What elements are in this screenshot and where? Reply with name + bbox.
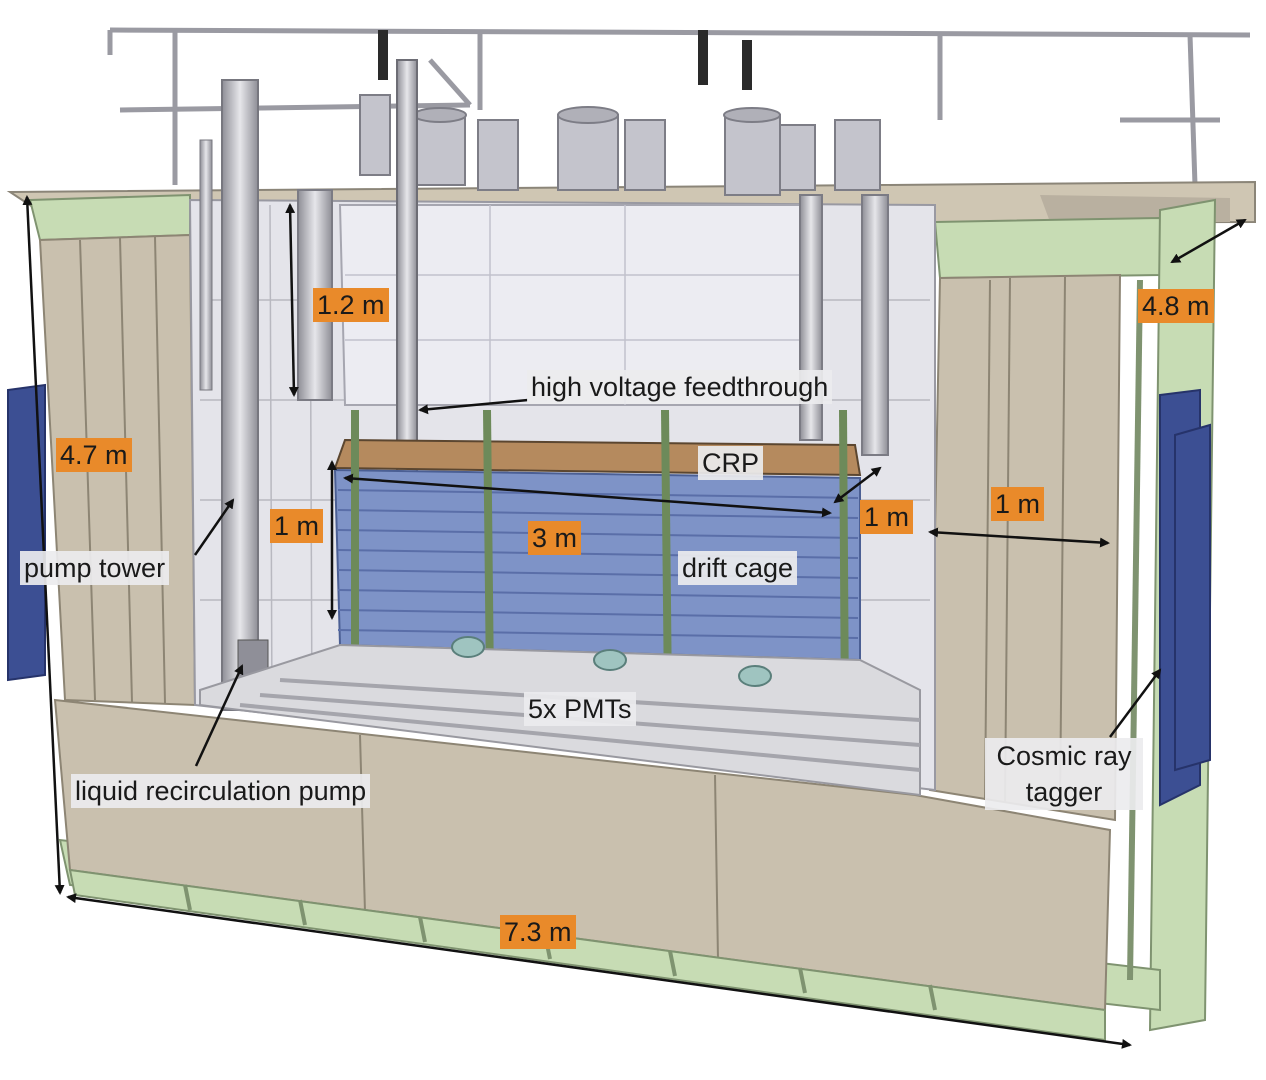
dim-side-gap: 1 m [991,487,1045,521]
crp-plane [333,438,862,477]
label-pmts: 5x PMTs [524,692,636,726]
top-flanges [359,94,881,196]
dim-drift-height: 1 m [270,509,324,543]
label-hv-feedthrough: high voltage feedthrough [527,370,833,404]
label-cosmic-line2: tagger [1025,777,1103,807]
dim-height-left: 4.7 m [56,438,132,472]
label-recirc-pump: liquid recirculation pump [71,774,371,808]
label-crp: CRP [698,446,764,480]
label-drift-cage: drift cage [678,551,798,585]
label-cosmic-ray-tagger: Cosmic ray tagger [985,738,1143,810]
label-cosmic-line1: Cosmic ray [996,741,1132,771]
dim-depth-right: 4.8 m [1138,289,1214,323]
dim-crp-width: 3 m [528,521,582,555]
pump-tower-structure [199,79,269,711]
dim-crp-depth: 1 m [860,500,914,534]
top-railing [107,27,1251,186]
label-pump-tower: pump tower [20,551,170,585]
pmts [451,636,772,687]
dim-length-bottom: 7.3 m [500,915,576,949]
dimension-arrows [22,195,1247,1049]
dim-top-window: 1.2 m [313,288,389,322]
